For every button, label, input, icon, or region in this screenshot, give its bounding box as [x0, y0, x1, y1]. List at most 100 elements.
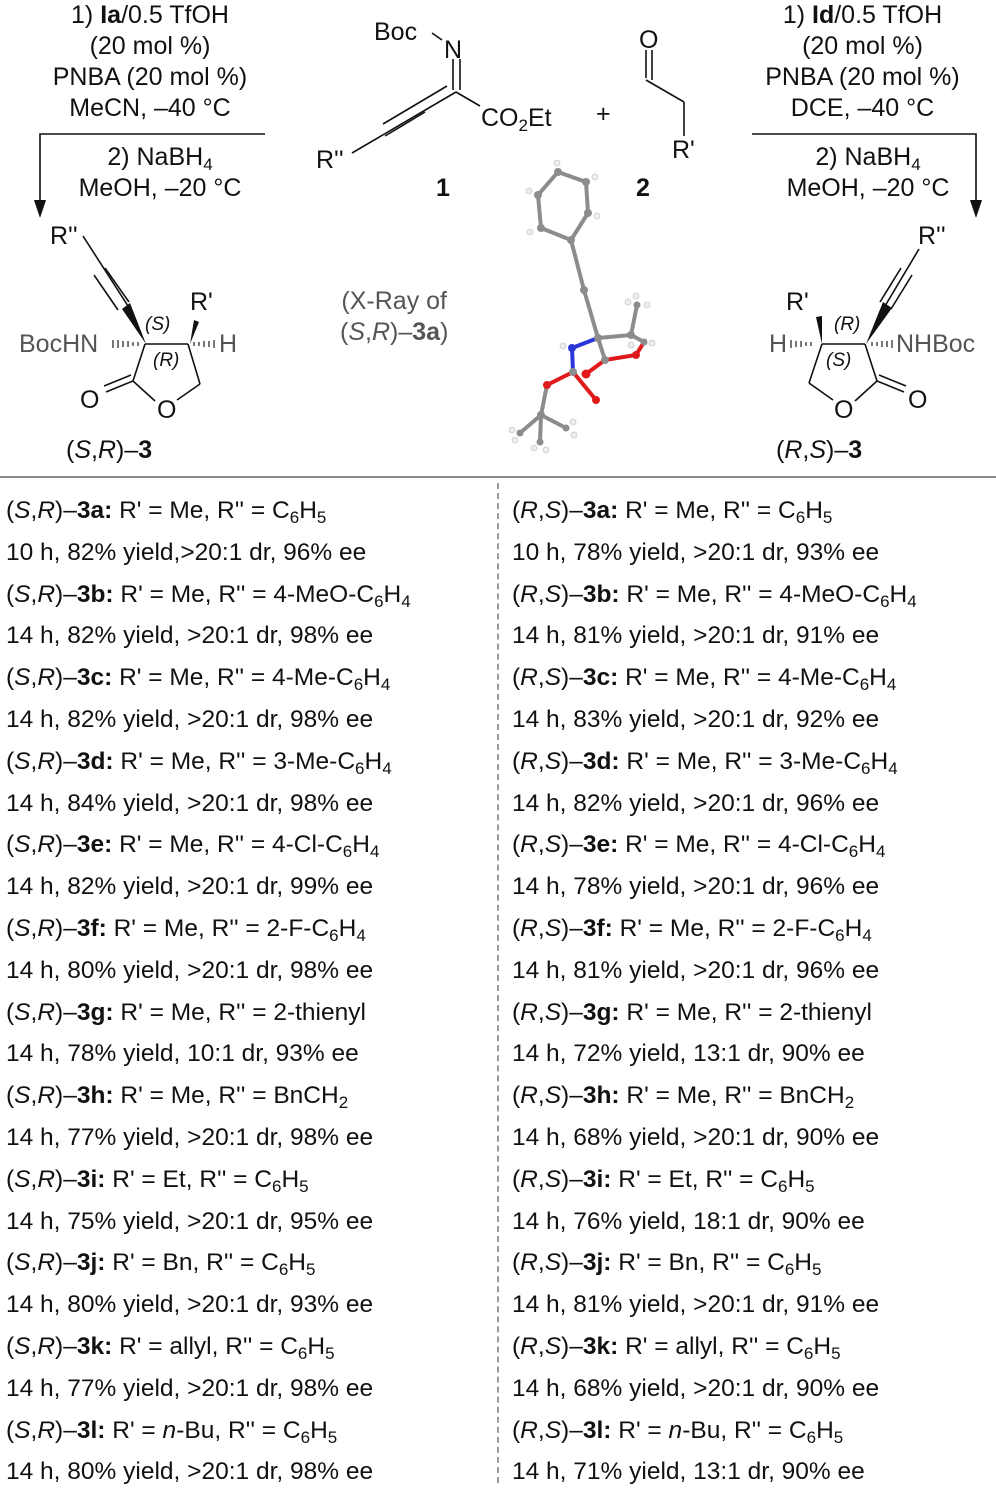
- compound-id: 3l: [76, 1416, 98, 1444]
- subscript: 6: [297, 1343, 308, 1363]
- result-entry: (S,R)–3a: R' = Me, R'' = C6H5 10 h, 82% …: [6, 490, 411, 574]
- r2-eq: , R'' =: [698, 1249, 768, 1277]
- entry-substituents: (R,S)–3j: R' = Bn, R'' = C6H5: [512, 1249, 822, 1280]
- product-left-nhboc: BocHN: [19, 330, 99, 358]
- config-r: R: [371, 318, 391, 346]
- entry-substituents: (R,S)–3e: R' = Me, R'' = 4-Cl-C6H4: [512, 831, 886, 862]
- entry-substituents: (S,R)–3a: R' = Me, R'' = C6H5: [6, 497, 327, 527]
- colon: :: [611, 1082, 620, 1110]
- compound-id: 3d: [76, 747, 106, 775]
- entry-results: 14 h, 80% yield, >20:1 dr, 98% ee: [6, 956, 374, 984]
- config-1: S: [14, 914, 31, 942]
- compound-id: 3c: [76, 664, 105, 692]
- product-left-structure: [82, 235, 215, 402]
- r2-value: BnCH: [779, 1082, 845, 1110]
- config-2: R: [37, 1082, 56, 1110]
- r1-eq: R' =: [626, 580, 677, 608]
- r1-eq: R' =: [120, 998, 171, 1026]
- plus-sign: +: [596, 100, 611, 128]
- r1-value: Bn: [668, 1249, 699, 1277]
- subscript: 6: [880, 591, 890, 611]
- subscript: 4: [401, 591, 411, 611]
- r2-eq: , R'' =: [192, 1249, 262, 1277]
- r2-value: 2-F-C: [772, 914, 836, 942]
- config-2: R: [37, 1249, 56, 1277]
- comma: ,: [91, 436, 98, 464]
- r2-eq: , R'' =: [709, 831, 779, 859]
- r2-mid: H: [352, 831, 370, 859]
- colon: :: [603, 1165, 612, 1193]
- result-entry: (S,R)–3h: R' = Me, R'' = BnCH2 14 h, 77%…: [6, 1075, 411, 1159]
- entry-substituents: (R,S)–3a: R' = Me, R'' = C6H5: [512, 497, 833, 527]
- r1-value: Et: [162, 1165, 186, 1193]
- left-conditions-bottom: 2) NaBH4 MeOH, –20 °C: [55, 142, 265, 204]
- result-entry: (R,S)–3g: R' = Me, R'' = 2-thienyl 14 h,…: [512, 992, 917, 1076]
- result-entry: (R,S)–3e: R' = Me, R'' = 4-Cl-C6H4 14 h,…: [512, 824, 917, 908]
- product-right-r2: R'': [918, 222, 946, 250]
- comma: ,: [802, 436, 810, 464]
- ester-label: CO2Et: [481, 104, 552, 134]
- colon: :: [611, 998, 620, 1026]
- xray-caption: (X-Ray of (S,R)–3a): [340, 286, 448, 348]
- subscript: 6: [859, 675, 870, 695]
- entry-results: 14 h, 82% yield, >20:1 dr, 98% ee: [6, 622, 374, 650]
- compound-id: 3d: [582, 747, 612, 775]
- r2-eq: , R'' =: [710, 747, 780, 775]
- subscript: 4: [356, 925, 366, 945]
- product-right-stereo-top: (R): [834, 314, 861, 335]
- additive: PNBA (20 mol %): [52, 63, 248, 91]
- colon: :: [610, 497, 619, 524]
- compound-id: 3g: [582, 998, 612, 1026]
- colon: :: [97, 1249, 106, 1277]
- entry-results: 14 h, 68% yield, >20:1 dr, 90% ee: [512, 1123, 880, 1151]
- result-entry: (S,R)–3l: R' = n-Bu, R'' = C6H5 14 h, 80…: [6, 1410, 411, 1493]
- r2-eq: , R'' =: [185, 1165, 255, 1193]
- subscript: 5: [831, 1343, 841, 1363]
- r2-mid: H: [870, 747, 889, 775]
- product-left-r1: R': [190, 288, 213, 316]
- subscript: 5: [325, 1343, 335, 1363]
- subscript: 5: [822, 508, 833, 527]
- entry-results: 14 h, 77% yield, >20:1 dr, 98% ee: [6, 1374, 374, 1402]
- config-1: R: [520, 1332, 538, 1360]
- colon: :: [104, 664, 113, 692]
- right-conditions-bottom: 2) NaBH4 MeOH, –20 °C: [768, 142, 968, 204]
- entry-substituents: (R,S)–3h: R' = Me, R'' = BnCH2: [512, 1082, 855, 1113]
- r1-eq: R' =: [120, 580, 171, 608]
- product-right-r1: R': [786, 288, 809, 316]
- xray-crystal-structure: [508, 159, 656, 454]
- entry-results: 14 h, 84% yield, >20:1 dr, 98% ee: [6, 789, 374, 817]
- result-entry: (S,R)–3e: R' = Me, R'' = 4-Cl-C6H4 14 h,…: [6, 824, 411, 908]
- config-1: S: [14, 1249, 31, 1277]
- r1-eq: R' =: [626, 1082, 677, 1110]
- compound-id: 3j: [76, 1249, 98, 1277]
- compound-id: 3e: [582, 831, 611, 859]
- comma: ,: [365, 318, 372, 346]
- entry-substituents: (R,S)–3f: R' = Me, R'' = 2-F-C6H4: [512, 914, 872, 945]
- r2-eq: , R'' =: [211, 1332, 281, 1360]
- config-1: S: [14, 998, 31, 1026]
- config-1: R: [520, 580, 538, 608]
- xray-caption-line1: (X-Ray of: [341, 287, 447, 315]
- r2-mid: H: [858, 831, 876, 859]
- config-2: R: [37, 914, 56, 942]
- compound-number: 3: [848, 436, 863, 464]
- additive: PNBA (20 mol %): [765, 63, 960, 91]
- config-2: R: [37, 497, 56, 524]
- step1-suffix: /0.5 TfOH: [834, 1, 943, 29]
- paren-dash: )–: [826, 436, 849, 464]
- r2-value: 3-Me-C: [273, 747, 356, 775]
- result-entry: (R,S)–3d: R' = Me, R'' = 3-Me-C6H4 14 h,…: [512, 741, 917, 825]
- r1-value: Me: [676, 580, 711, 608]
- product-right-ring-o: O: [834, 396, 854, 424]
- r2-value: 4-Me-C: [272, 664, 354, 692]
- subscript: 6: [272, 1176, 282, 1196]
- result-entry: (S,R)–3c: R' = Me, R'' = 4-Me-C6H4 14 h,…: [6, 657, 411, 741]
- entry-substituents: (R,S)–3d: R' = Me, R'' = 3-Me-C6H4: [512, 747, 898, 778]
- left-arrow-icon: [34, 133, 265, 218]
- config-1: R: [520, 1165, 538, 1193]
- r2-value: 4-Cl-C: [778, 831, 849, 859]
- r2-value: 4-Me-C: [778, 664, 860, 692]
- compound-id: 3l: [582, 1416, 604, 1444]
- compound-id: 3j: [582, 1249, 604, 1277]
